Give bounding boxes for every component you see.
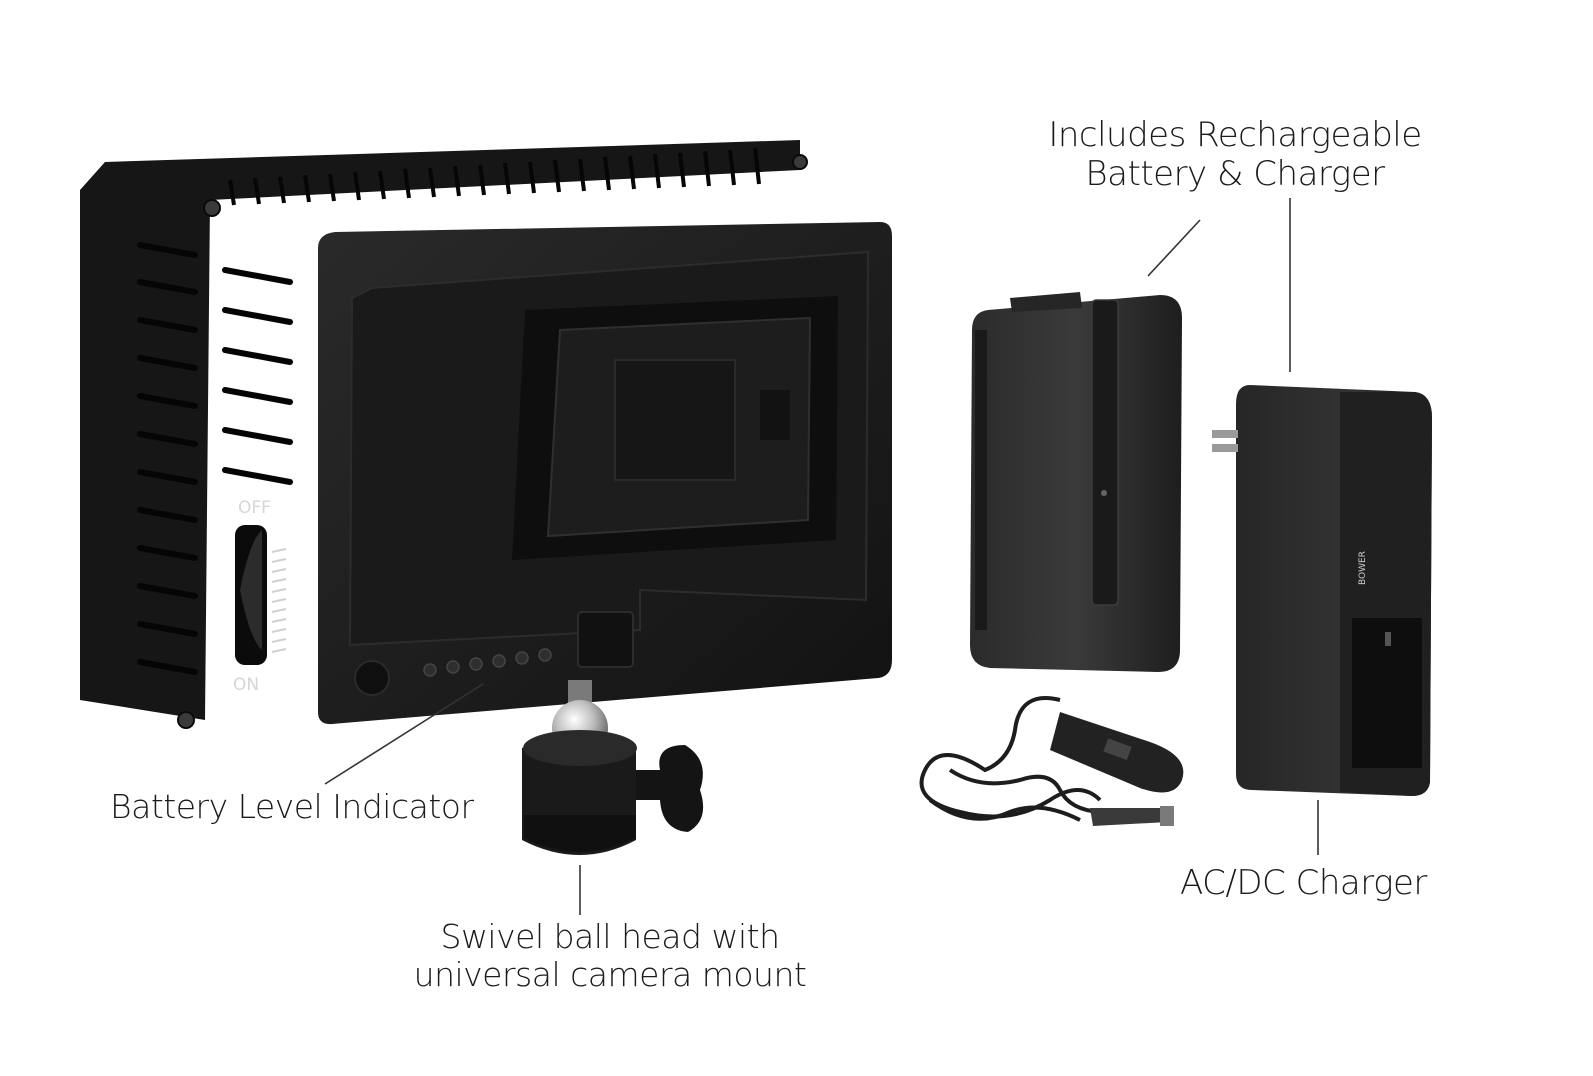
battery-plate xyxy=(512,296,838,560)
ac-dc-charger: BOWER xyxy=(1212,385,1432,796)
battery-level-leds xyxy=(423,648,552,677)
callout-line-battery xyxy=(1147,219,1201,277)
callout-line-battery-level xyxy=(324,683,484,785)
callout-lines xyxy=(324,198,1319,915)
includes-label-line2: Battery & Charger xyxy=(1085,154,1385,195)
swivel-ball-head xyxy=(522,680,704,855)
swivel-label-line2: universal camera mount xyxy=(413,954,807,994)
led-light-unit: OFF ON xyxy=(80,140,892,729)
switch-off-label: OFF xyxy=(238,498,271,518)
rechargeable-battery xyxy=(970,292,1182,672)
charger-brand-text: BOWER xyxy=(1358,551,1368,585)
swivel-label-line1: Swivel ball head with xyxy=(440,917,780,956)
side-cooling-fins xyxy=(137,242,293,675)
dimmer-dial: OFF ON xyxy=(233,498,287,695)
car-charger-cord xyxy=(919,696,1102,822)
includes-battery-charger-label: Includes Rechargeable Battery & Charger xyxy=(1040,115,1430,195)
car-charger-plug xyxy=(1050,712,1184,826)
top-cooling-fins xyxy=(228,147,761,206)
battery-level-indicator-label: Battery Level Indicator xyxy=(110,787,474,826)
swivel-ball-head-label: Swivel ball head with universal camera m… xyxy=(400,918,820,994)
includes-label-line1: Includes Rechargeable xyxy=(1048,115,1422,155)
acdc-charger-label: AC/DC Charger xyxy=(1180,863,1427,903)
switch-on-label: ON xyxy=(233,675,259,695)
